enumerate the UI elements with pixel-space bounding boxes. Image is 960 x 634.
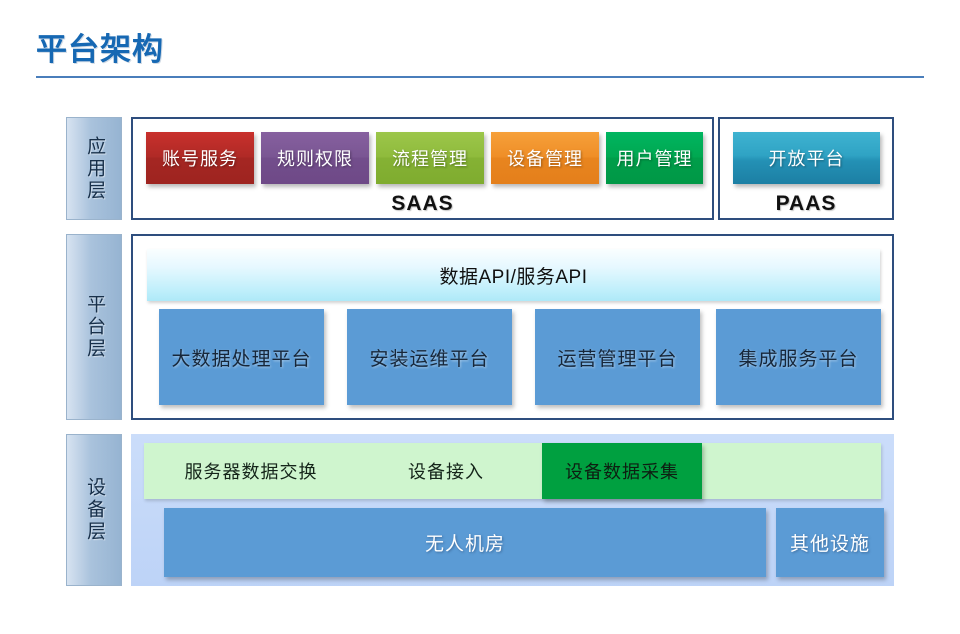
saas-module-label: 规则权限 (277, 149, 353, 169)
platform-box-operations[interactable]: 运营管理平台 (535, 309, 700, 405)
platform-box-install-ops[interactable]: 安装运维平台 (347, 309, 512, 405)
title-divider (36, 76, 924, 78)
device-capability-label: 设备接入 (408, 462, 484, 482)
platform-box-label: 集成服务平台 (738, 348, 859, 370)
device-capability-label: 服务器数据交换 (184, 462, 318, 482)
saas-module-rule-permission[interactable]: 规则权限 (261, 132, 369, 184)
saas-module-account-service[interactable]: 账号服务 (146, 132, 254, 184)
saas-caption: SAAS (391, 191, 454, 215)
saas-module-label: 账号服务 (162, 149, 238, 169)
device-facility-label: 其他设施 (789, 534, 870, 555)
layer-label-platform: 平台层 (66, 234, 122, 420)
page-title: 平台架构 (36, 32, 164, 67)
saas-module-user-management[interactable]: 用户管理 (606, 132, 703, 184)
device-capability-device-data-collection[interactable]: 设备数据采集 (542, 443, 702, 499)
platform-box-integration[interactable]: 集成服务平台 (716, 309, 881, 405)
device-capability-device-access[interactable]: 设备接入 (366, 443, 526, 499)
saas-panel: 账号服务 规则权限 流程管理 设备管理 用户管理 SAAS (131, 117, 714, 220)
paas-panel: 开放平台 PAAS (718, 117, 894, 220)
device-panel: 服务器数据交换 设备接入 设备数据采集 无人机房 其他设施 (131, 434, 894, 586)
saas-module-process-management[interactable]: 流程管理 (376, 132, 484, 184)
device-facility-label: 无人机房 (424, 534, 505, 555)
device-facility-other[interactable]: 其他设施 (776, 508, 884, 577)
api-band-label: 数据API/服务API (439, 266, 588, 288)
paas-module-open-platform[interactable]: 开放平台 (733, 132, 880, 184)
device-capability-band: 服务器数据交换 设备接入 设备数据采集 (144, 443, 881, 499)
layer-label-application: 应用层 (66, 117, 122, 220)
paas-caption: PAAS (775, 191, 837, 215)
layer-label-device: 设备层 (66, 434, 122, 586)
saas-module-label: 用户管理 (616, 149, 693, 169)
paas-module-label: 开放平台 (768, 149, 845, 169)
saas-module-label: 设备管理 (507, 149, 583, 169)
platform-panel: 数据API/服务API 大数据处理平台 安装运维平台 运营管理平台 集成服务平台 (131, 234, 894, 420)
api-band[interactable]: 数据API/服务API (147, 249, 880, 301)
platform-box-bigdata[interactable]: 大数据处理平台 (159, 309, 324, 405)
device-facility-unmanned-room[interactable]: 无人机房 (164, 508, 766, 577)
platform-box-label: 运营管理平台 (557, 348, 678, 370)
platform-box-label: 大数据处理平台 (171, 348, 312, 370)
saas-module-device-management[interactable]: 设备管理 (491, 132, 599, 184)
saas-module-label: 流程管理 (392, 149, 468, 169)
device-capability-label: 设备数据采集 (565, 462, 679, 482)
platform-box-label: 安装运维平台 (369, 348, 490, 370)
device-capability-server-data-exchange[interactable]: 服务器数据交换 (157, 443, 345, 499)
